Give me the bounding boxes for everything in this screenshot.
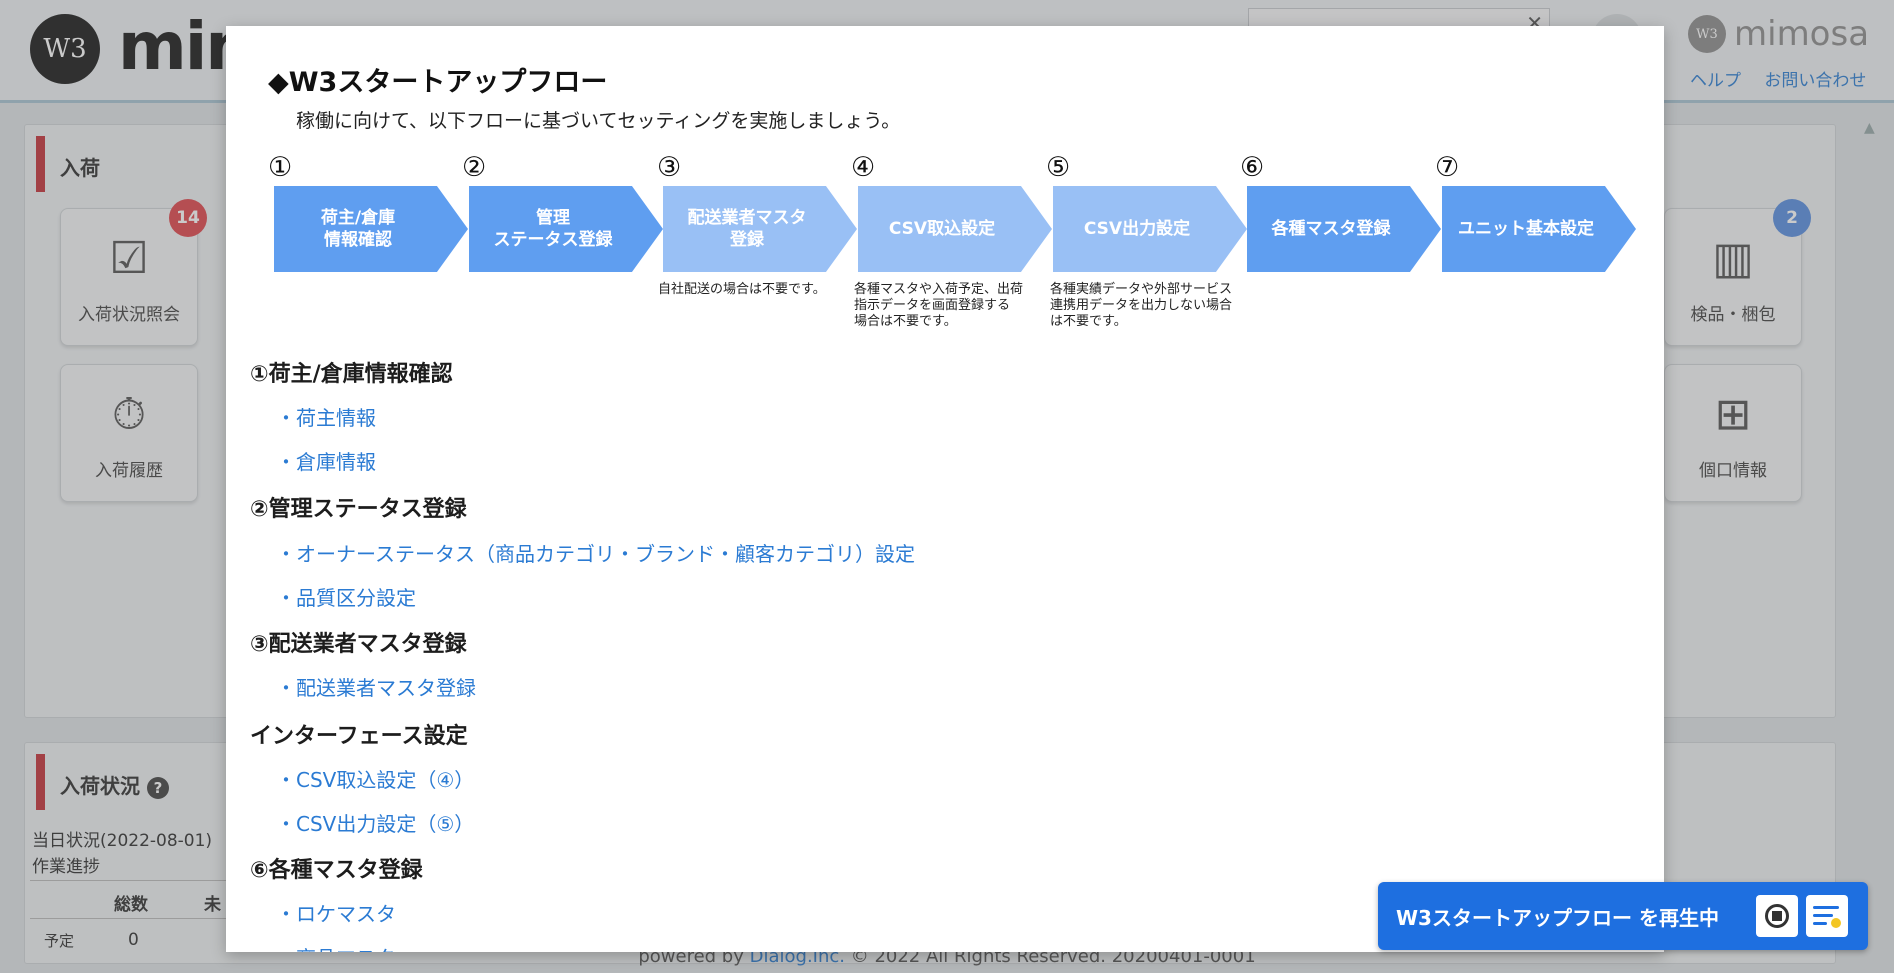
brand-logo: W3 mimosa	[1688, 14, 1869, 54]
playing-status-text: W3スタートアップフロー を再生中	[1396, 906, 1719, 930]
link-product-master[interactable]: ・商品マスタ	[276, 942, 396, 952]
section-title: ③配送業者マスタ登録	[250, 632, 467, 657]
startup-flow-modal: ◆W3スタートアップフロー 稼働に向けて、以下フローに基づいてセッティングを実施…	[226, 26, 1664, 952]
checklist-icon: ☑	[109, 233, 149, 284]
row-label: 予定	[44, 932, 75, 950]
table-header-unfinished: 未	[204, 895, 221, 915]
table-divider	[30, 880, 230, 881]
section-title: インターフェース設定	[250, 724, 468, 749]
playlist-icon	[1813, 904, 1841, 928]
flow-step-shipper-warehouse: 荷主/倉庫 情報確認	[274, 186, 468, 272]
stop-button[interactable]	[1756, 895, 1798, 937]
section-title: ②管理ステータス登録	[250, 497, 467, 522]
modal-title: ◆W3スタートアップフロー	[268, 67, 608, 98]
flow-step-management-status: 管理 ステータス登録	[469, 186, 663, 272]
link-warehouse-info[interactable]: ・倉庫情報	[276, 450, 376, 474]
receipt-history-icon: ⏱	[111, 389, 147, 440]
flow-step-csv-export: CSV出力設定	[1053, 186, 1247, 272]
flow-step-unit-settings: ユニット基本設定	[1442, 186, 1636, 272]
link-owner-status[interactable]: ・オーナーステータス（商品カテゴリ・ブランド・顧客カテゴリ）設定	[276, 542, 915, 566]
tile-inspection-packing[interactable]: ▥ 2 検品・梱包	[1664, 199, 1811, 346]
brand-name: mimosa	[1734, 14, 1870, 54]
barcode-search-icon: ▥	[1712, 233, 1754, 284]
count-badge: 2	[1773, 199, 1811, 237]
flow-playing-bar: W3スタートアップフロー を再生中	[1378, 882, 1868, 950]
flow-note: 自社配送の場合は不要です。	[658, 282, 826, 297]
table-divider	[30, 918, 230, 919]
step-number: ⑤	[1046, 152, 1071, 183]
package-add-icon: ⊞	[1714, 389, 1752, 440]
flow-step-csv-import: CSV取込設定	[858, 186, 1052, 272]
step-number: ①	[268, 152, 293, 183]
playlist-button[interactable]	[1806, 895, 1848, 937]
panel-accent	[36, 754, 45, 810]
link-quality-class[interactable]: ・品質区分設定	[276, 586, 416, 610]
step-number: ⑦	[1435, 152, 1460, 183]
row-value: 0	[128, 930, 139, 950]
help-icon[interactable]: ?	[146, 777, 169, 799]
header-links: ヘルプ お問い合わせ	[1690, 66, 1884, 91]
link-carrier-master[interactable]: ・配送業者マスタ登録	[276, 676, 476, 700]
tile-label: 入荷状況照会	[78, 305, 180, 325]
brand-mark-icon: W3	[1688, 15, 1726, 53]
table-header-total: 総数	[114, 895, 148, 915]
step-number: ②	[462, 152, 487, 183]
flow-diagram: ① ② ③ ④ ⑤ ⑥ ⑦ 荷主/倉庫 情報確認 管理 ステータス登録 配送業者…	[226, 152, 1664, 372]
flow-note: 各種実績データや外部サービス 連携用データを出力しない場合 は不要です。	[1050, 282, 1233, 329]
flow-note: 各種マスタや入荷予定、出荷 指示データを画面登録する 場合は不要です。	[854, 282, 1024, 329]
tile-arrival-history[interactable]: ⏱ 入荷履歴	[60, 364, 198, 502]
contact-link[interactable]: お問い合わせ	[1764, 71, 1867, 91]
step-number: ⑥	[1240, 152, 1265, 183]
section-title: ①荷主/倉庫情報確認	[250, 362, 453, 387]
modal-subtitle: 稼働に向けて、以下フローに基づいてセッティングを実施しましょう。	[296, 110, 901, 132]
panel-accent	[36, 136, 45, 192]
section-title: ⑥各種マスタ登録	[250, 858, 423, 883]
panel-title-arrival: 入荷	[60, 156, 100, 180]
help-link[interactable]: ヘルプ	[1690, 71, 1741, 91]
step-number: ④	[851, 152, 876, 183]
flow-step-carrier-master: 配送業者マスタ 登録	[663, 186, 857, 272]
link-csv-import[interactable]: ・CSV取込設定（④）	[276, 768, 475, 792]
flow-step-master-registration: 各種マスタ登録	[1247, 186, 1441, 272]
link-location-master[interactable]: ・ロケマスタ	[276, 902, 396, 926]
tile-arrival-status[interactable]: ☑ 14 入荷状況照会	[60, 199, 207, 346]
step-number: ③	[657, 152, 682, 183]
stop-icon	[1765, 904, 1789, 928]
count-badge: 14	[169, 199, 207, 237]
progress-label: 作業進捗	[32, 857, 100, 877]
link-csv-export[interactable]: ・CSV出力設定（⑤）	[276, 812, 475, 836]
status-date: 当日状況(2022-08-01)	[32, 831, 213, 851]
tile-package-info[interactable]: ⊞ 個口情報	[1664, 364, 1802, 502]
panel-title-arrival-status: 入荷状況 ?	[60, 770, 169, 799]
tile-label: 入荷履歴	[95, 461, 163, 481]
app-logo-icon[interactable]: W3	[30, 14, 100, 84]
tile-label: 検品・梱包	[1690, 305, 1776, 325]
tile-label: 個口情報	[1699, 461, 1767, 481]
scrollbar-up-icon[interactable]: ▲	[1864, 120, 1875, 136]
link-shipper-info[interactable]: ・荷主情報	[276, 406, 376, 430]
